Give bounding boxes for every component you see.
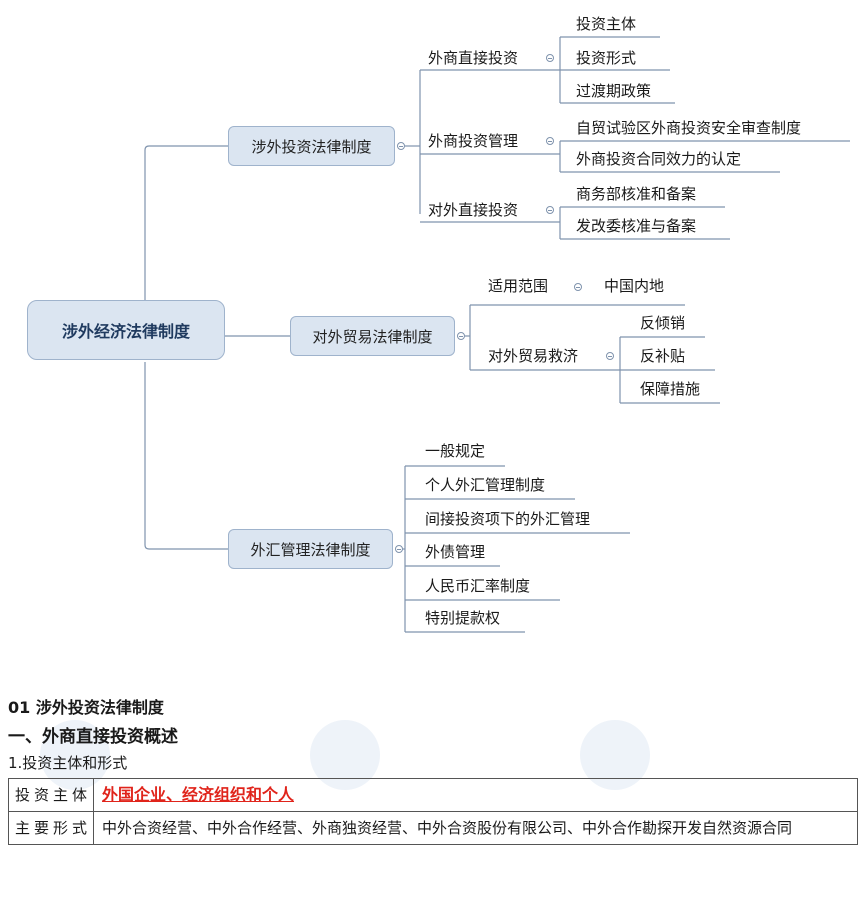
branch-investment-label: 涉外投资法律制度 <box>251 137 372 156</box>
sub-safeguard-label[interactable]: 保障措施 <box>640 380 701 398</box>
mind-map-connectors <box>144 36 850 633</box>
sub-ndrc-label[interactable]: 发改委核准与备案 <box>576 217 697 235</box>
forex-item-general-label[interactable]: 一般规定 <box>425 442 486 460</box>
sub-mainland-label[interactable]: 中国内地 <box>604 277 665 295</box>
item-odi-label[interactable]: 对外直接投资 <box>428 201 519 219</box>
row-investor-value: 外国企业、经济组织和个人 <box>93 778 858 812</box>
subsection-title: 一、外商直接投资概述 <box>8 727 178 747</box>
forex-item-rmb-rate-label[interactable]: 人民币汇率制度 <box>425 577 531 595</box>
table-row: 主要形式 中外合资经营、中外合作经营、外商独资经营、中外合资股份有限公司、中外合… <box>8 811 858 845</box>
root-node-label: 涉外经济法律制度 <box>61 322 190 341</box>
forex-item-personal-label[interactable]: 个人外汇管理制度 <box>425 476 546 494</box>
branch-trade-label: 对外贸易法律制度 <box>312 327 433 346</box>
sub-investor-label[interactable]: 投资主体 <box>576 15 637 33</box>
item-fdi-label[interactable]: 外商直接投资 <box>428 49 519 67</box>
row-form-value: 中外合资经营、中外合作经营、外商独资经营、中外合资股份有限公司、中外合作勘探开发… <box>93 811 858 845</box>
sub-mofcom-label[interactable]: 商务部核准和备案 <box>576 185 697 203</box>
table-row: 投资主体 外国企业、经济组织和个人 <box>8 778 858 812</box>
collapse-toggle-icon[interactable] <box>546 137 554 145</box>
item-trade-remedy-label[interactable]: 对外贸易救济 <box>488 347 579 365</box>
forex-item-sdr-label[interactable]: 特别提款权 <box>425 609 501 627</box>
collapse-toggle-icon[interactable] <box>546 206 554 214</box>
branch-investment-node[interactable]: 涉外投资法律制度 <box>228 126 395 166</box>
forex-item-indirect-label[interactable]: 间接投资项下的外汇管理 <box>425 510 591 528</box>
row-form-header: 主要形式 <box>8 811 94 845</box>
root-node[interactable]: 涉外经济法律制度 <box>27 300 225 360</box>
sub-antidumping-label[interactable]: 反倾销 <box>640 314 686 332</box>
item-fi-management-label[interactable]: 外商投资管理 <box>428 132 519 150</box>
investor-value-text: 外国企业、经济组织和个人 <box>102 785 295 804</box>
collapse-toggle-icon[interactable] <box>457 332 465 340</box>
item-title: 1.投资主体和形式 <box>8 754 128 772</box>
branch-forex-node[interactable]: 外汇管理法律制度 <box>228 529 393 569</box>
investment-table: 投资主体 外国企业、经济组织和个人 主要形式 中外合资经营、中外合作经营、外商独… <box>8 778 858 845</box>
branch-forex-label: 外汇管理法律制度 <box>250 540 371 559</box>
sub-form-label[interactable]: 投资形式 <box>576 49 637 67</box>
section-title: 01 涉外投资法律制度 <box>8 698 164 717</box>
sub-security-review-label[interactable]: 自贸试验区外商投资安全审查制度 <box>576 119 802 137</box>
sub-countervailing-label[interactable]: 反补贴 <box>640 347 686 365</box>
forex-item-foreign-debt-label[interactable]: 外债管理 <box>425 543 486 561</box>
item-scope-label[interactable]: 适用范围 <box>488 277 549 295</box>
collapse-toggle-icon[interactable] <box>397 142 405 150</box>
branch-trade-node[interactable]: 对外贸易法律制度 <box>290 316 455 356</box>
collapse-toggle-icon[interactable] <box>395 545 403 553</box>
sub-contract-validity-label[interactable]: 外商投资合同效力的认定 <box>576 150 742 168</box>
mind-map: 涉外经济法律制度 涉外投资法律制度 外商直接投资 投资主体 投资形式 过渡期政策… <box>27 15 850 633</box>
sub-transition-label[interactable]: 过渡期政策 <box>576 82 652 100</box>
collapse-toggle-icon[interactable] <box>574 283 582 291</box>
collapse-toggle-icon[interactable] <box>546 54 554 62</box>
collapse-toggle-icon[interactable] <box>606 352 614 360</box>
row-investor-header: 投资主体 <box>8 778 94 812</box>
